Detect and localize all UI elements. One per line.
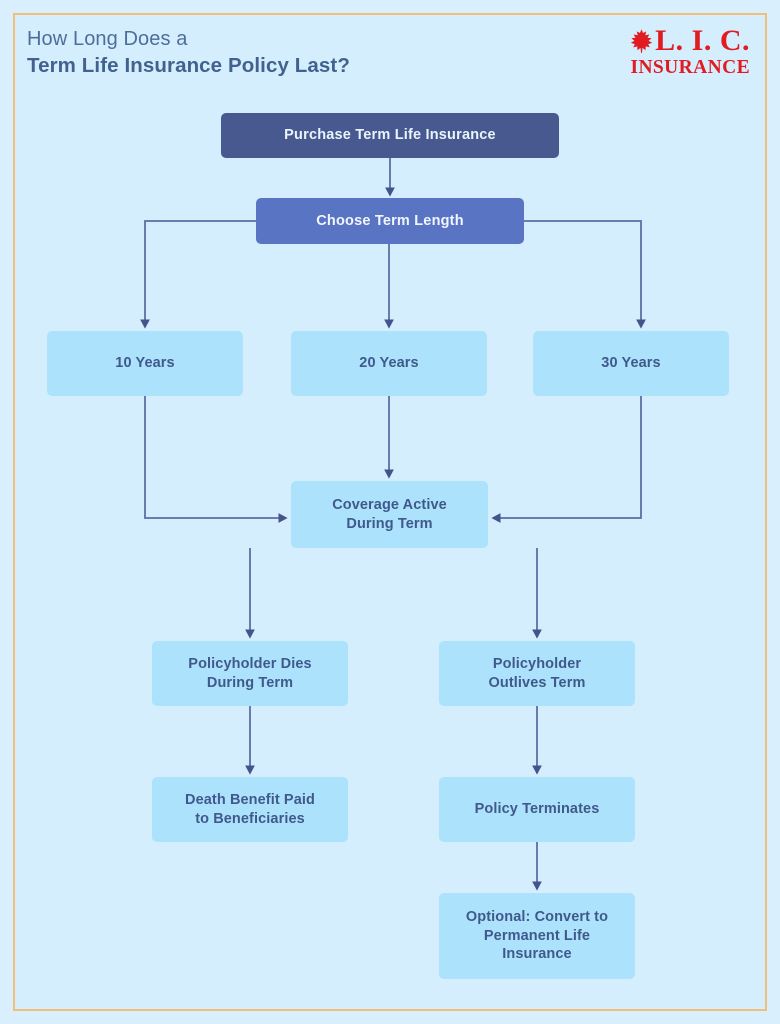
node-label: Choose Term Length [316,212,464,229]
node-label-line-2: During Term [346,515,433,532]
node-label-line-2: During Term [206,674,294,691]
node-label-line-2: to Beneficiaries [195,810,305,827]
node-label-line-2: Permanent Life [483,927,591,944]
node-policyholder-outlives-term[interactable]: Policyholder Outlives Term [439,641,635,706]
node-label: Optional: Convert to Permanent Life Insu… [466,908,608,964]
page-title: How Long Does a Term Life Insurance Poli… [27,26,350,79]
node-policy-terminates[interactable]: Policy Terminates [439,777,635,842]
node-coverage-active-during-term[interactable]: Coverage Active During Term [291,481,488,548]
node-death-benefit-paid-to-beneficiaries[interactable]: Death Benefit Paid to Beneficiaries [152,777,348,842]
edge-choose-to-30years [524,220,646,329]
title-line-2: Term Life Insurance Policy Last? [27,54,350,78]
node-label: Coverage Active During Term [332,496,447,533]
edge-choose-to-10years [140,220,256,329]
node-20-years[interactable]: 20 Years [291,331,487,396]
header: How Long Does a Term Life Insurance Poli… [0,0,780,105]
edge-30years-to-coverage [491,396,642,523]
logo-wordmark-row: L. I. C. [620,24,750,57]
node-policyholder-dies-during-term[interactable]: Policyholder Dies During Term [152,641,348,706]
node-label: Policyholder Dies During Term [188,655,311,692]
maple-leaf-icon [630,28,653,53]
node-10-years[interactable]: 10 Years [47,331,243,396]
node-label-line-1: Coverage Active [332,496,447,513]
node-label-line-1: Policyholder Dies [188,655,312,672]
node-label-line-1: Death Benefit Paid [185,791,315,808]
node-label: Death Benefit Paid to Beneficiaries [185,791,315,828]
edge-10years-to-coverage [144,396,288,523]
node-label: Policy Terminates [474,801,600,818]
node-30-years[interactable]: 30 Years [533,331,729,396]
node-label-line-1: Optional: Convert to [465,909,609,926]
node-choose-term-length[interactable]: Choose Term Length [256,198,524,244]
node-label: 10 Years [115,355,175,372]
logo-insurance-text: INSURANCE [630,57,750,78]
title-line-1: How Long Does a [27,28,188,50]
lic-insurance-logo: L. I. C. INSURANCE [620,24,750,84]
node-label: Purchase Term Life Insurance [284,127,496,144]
node-label: 20 Years [359,355,419,372]
node-label-line-1: Policyholder [492,655,582,672]
node-optional-convert-to-permanent-life-insurance[interactable]: Optional: Convert to Permanent Life Insu… [439,893,635,979]
node-label: 30 Years [601,355,661,372]
node-label-line-2: Outlives Term [488,674,586,691]
node-label-line-3: Insurance [502,946,572,963]
node-purchase-term-life-insurance[interactable]: Purchase Term Life Insurance [221,113,559,158]
node-label: Policyholder Outlives Term [489,655,586,692]
logo-lic-text: L. I. C. [655,23,750,57]
